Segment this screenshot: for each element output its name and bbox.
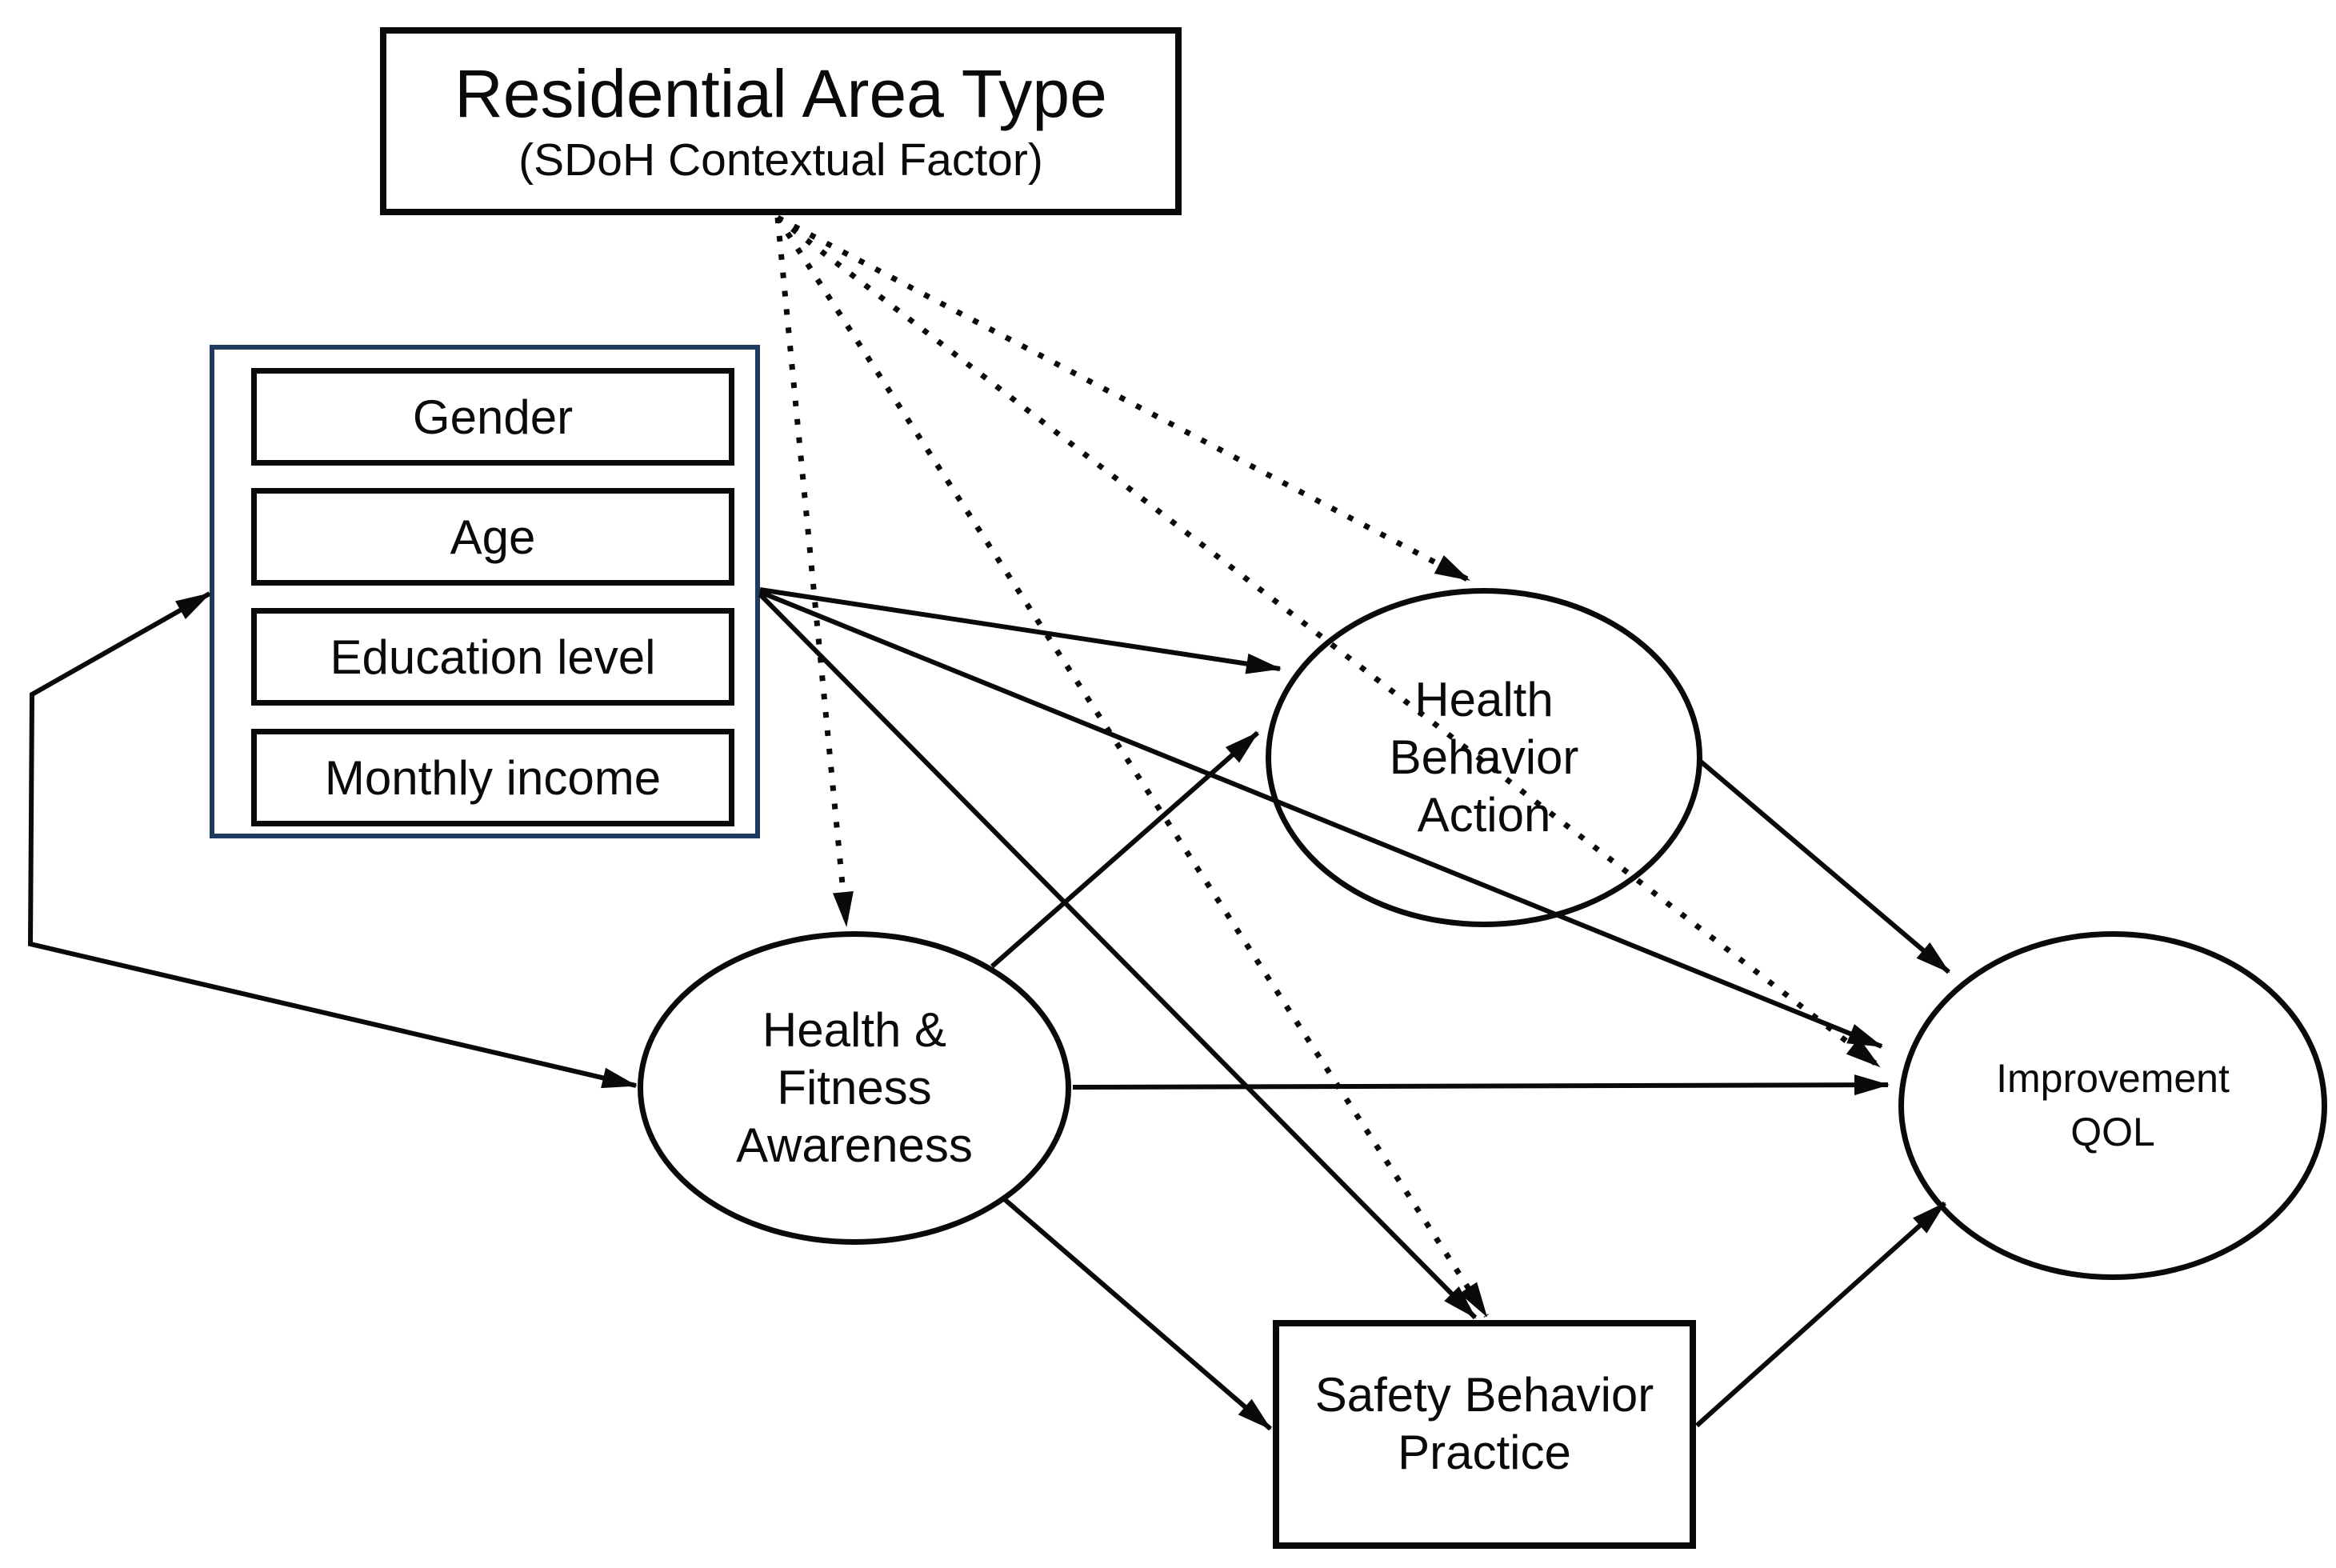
node-improvement-qol: Improvement QOL bbox=[1898, 931, 2327, 1280]
demographic-education-label: Education level bbox=[330, 630, 656, 684]
demographic-gender-box: Gender bbox=[251, 368, 734, 466]
edge-safety-behavior-practice-to-improvement-qol bbox=[1694, 1201, 1947, 1428]
health-behavior-action-label: Health Behavior Action bbox=[1389, 673, 1579, 842]
node-safety-behavior-practice: Safety Behavior Practice bbox=[1273, 1320, 1696, 1549]
demographic-gender-label: Gender bbox=[412, 390, 574, 444]
demographic-income-box: Monthly income bbox=[251, 729, 734, 826]
residential-area-type-title: Residential Area Type bbox=[454, 55, 1107, 131]
edge-residential-to-health-behavior-action bbox=[776, 214, 1470, 583]
demographic-education-box: Education level bbox=[251, 608, 734, 706]
edge-awareness-to-improvement-qol bbox=[1072, 1074, 1890, 1096]
edge-demographics-to-health-behavior-action bbox=[759, 587, 1282, 674]
improvement-qol-label: Improvement QOL bbox=[1996, 1055, 2230, 1155]
edge-awareness-to-health-behavior-action bbox=[990, 730, 1259, 969]
health-fitness-awareness-label: Health & Fitness Awareness bbox=[736, 1003, 973, 1172]
demographic-age-label: Age bbox=[450, 510, 536, 564]
edge-awareness-to-safety-behavior-practice bbox=[1000, 1194, 1272, 1431]
residential-area-type-subtitle: (SDoH Contextual Factor) bbox=[518, 134, 1043, 186]
node-health-behavior-action: Health Behavior Action bbox=[1266, 588, 1702, 927]
node-health-fitness-awareness: Health & Fitness Awareness bbox=[638, 931, 1071, 1245]
edge-health-behavior-action-to-improvement-qol bbox=[1699, 759, 1950, 974]
demographic-income-label: Monthly income bbox=[324, 750, 662, 805]
demographic-age-box: Age bbox=[251, 488, 734, 586]
edge-residential-to-awareness bbox=[774, 217, 854, 927]
node-residential-area-type: Residential Area Type (SDoH Contextual F… bbox=[380, 27, 1182, 215]
node-demographics-group: Gender Age Education level Monthly incom… bbox=[210, 345, 760, 838]
safety-behavior-practice-label: Safety Behavior Practice bbox=[1314, 1368, 1654, 1479]
